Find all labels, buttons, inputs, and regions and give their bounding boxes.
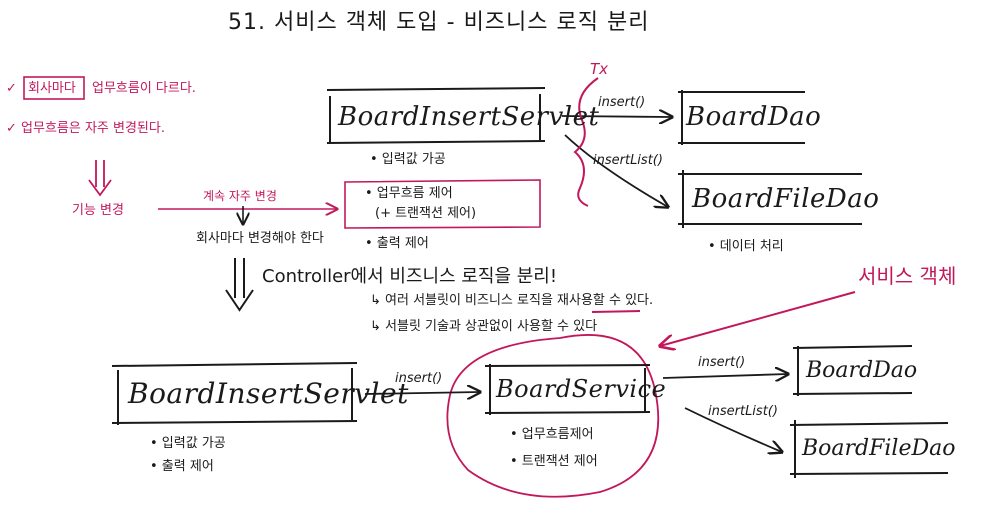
arrow-top-insert-list [564,134,668,207]
service-object-label: 서비스 객체 [858,264,957,288]
bottom-service-box [484,364,651,415]
top-dao-box [678,90,805,145]
workflow-highlight-box [344,179,541,229]
left-check-1: ✓ [6,81,17,96]
top-file-dao-box [678,170,862,228]
separation-headline: Controller에서 비즈니스 로직을 분리! [262,266,558,287]
top-servlet-note-2: • 업무흐름 제어 [365,186,453,201]
top-servlet-note-1: • 입력값 가공 [370,152,446,167]
service-circle [446,334,660,498]
left-double-arrow [88,160,112,197]
bottom-service-label: BoardService [496,375,667,403]
bottom-edge-insert: insert() [395,371,443,386]
top-servlet-note-4: • 출력 제어 [365,236,429,251]
bottom-dao-box [792,345,913,396]
arrow-bottom-insert-list [684,407,782,452]
bottom-dao-label: BoardDao [806,358,918,383]
tx-brace [573,77,599,207]
bottom-edge-insert-list: insertList() [708,404,778,419]
top-dao-label: BoardDao [686,102,822,132]
top-servlet-box [326,87,546,144]
reuse-underline [591,310,641,313]
arrow-bottom-insert [364,392,480,394]
left-note-1-rest: 업무흐름이 다르다. [92,81,196,96]
separation-sub-2: ↳ 서블릿 기술과 상관없이 사용할 수 있다 [370,319,598,334]
bottom-servlet-note-1: • 입력값 가공 [150,436,226,451]
top-servlet-note-3: (+ 트랜잭션 제어) [375,206,477,221]
bottom-servlet-box [111,362,358,425]
tx-label: Tx [590,60,609,78]
page-title: 51. 서비스 객체 도입 - 비즈니스 로직 분리 [228,10,650,35]
bottom-file-dao-box [789,420,949,478]
arrow-bottom-insert2 [662,374,788,378]
main-double-arrow [225,258,254,312]
bottom-servlet-label: BoardInsertServlet [128,377,409,410]
separation-sub-1: ↳ 여러 서블릿이 비즈니스 로직을 재사용할 수 있다. [370,293,654,308]
arrow-service-object [660,291,856,346]
feature-change-label: 기능 변경 [72,203,124,218]
bottom-file-dao-label: BoardFileDao [802,436,956,461]
top-file-dao-label: BoardFileDao [692,184,880,214]
top-edge-insert: insert() [598,95,646,110]
left-note-2: ✓ 업무흐름은 자주 변경된다. [6,121,165,136]
company-change-label: 회사마다 변경해야 한다 [196,231,324,246]
top-servlet-label: BoardInsertServlet [338,102,600,132]
top-dao-note: • 데이터 처리 [708,239,784,254]
left-note-highlight: 회사마다 [28,81,76,96]
bottom-service-note-2: • 트랜잭션 제어 [510,454,598,469]
frequent-change-label: 계속 자주 변경 [203,189,277,203]
company-highlight [23,76,85,100]
bottom-servlet-note-2: • 출력 제어 [150,459,214,474]
bottom-edge-insert-2: insert() [698,355,746,370]
bottom-service-note-1: • 업무흐름제어 [510,427,594,442]
top-edge-insert-list: insertList() [593,153,663,168]
